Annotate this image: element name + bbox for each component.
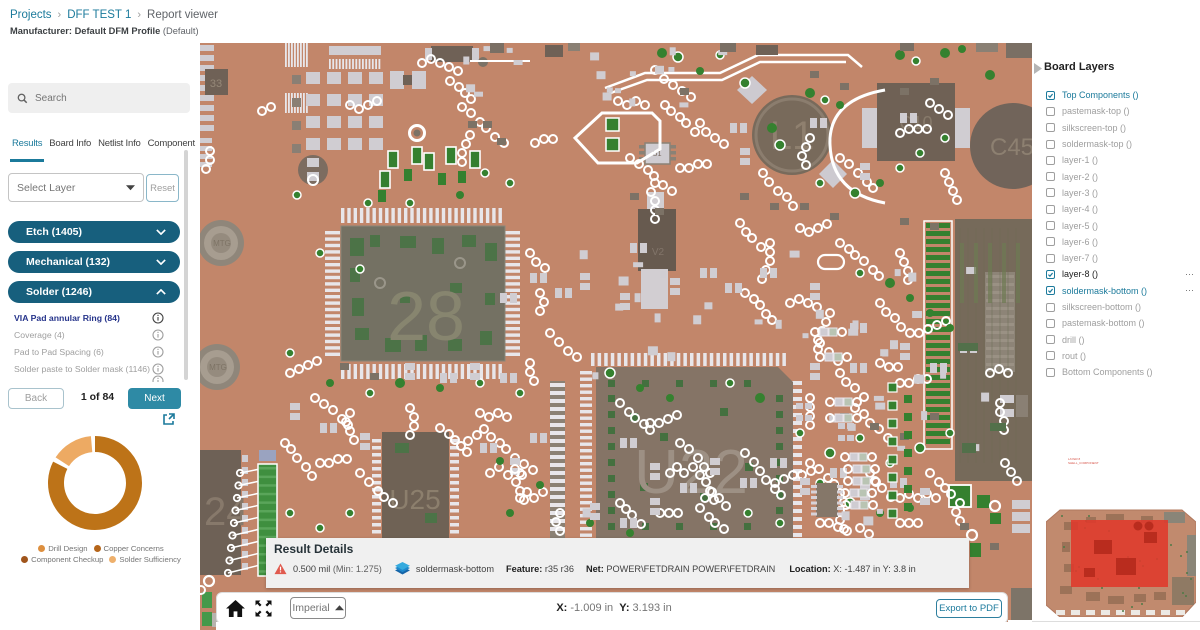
svg-text:U22: U22 bbox=[634, 438, 748, 507]
svg-text:U25: U25 bbox=[389, 484, 440, 515]
svg-text:MTG: MTG bbox=[213, 239, 231, 248]
svg-text:28: 28 bbox=[387, 277, 465, 355]
svg-text:V2: V2 bbox=[652, 247, 665, 258]
svg-text:MTG: MTG bbox=[209, 363, 227, 372]
svg-text:C45: C45 bbox=[990, 134, 1032, 161]
svg-text:U1: U1 bbox=[653, 151, 662, 158]
svg-text:33: 33 bbox=[210, 78, 222, 90]
